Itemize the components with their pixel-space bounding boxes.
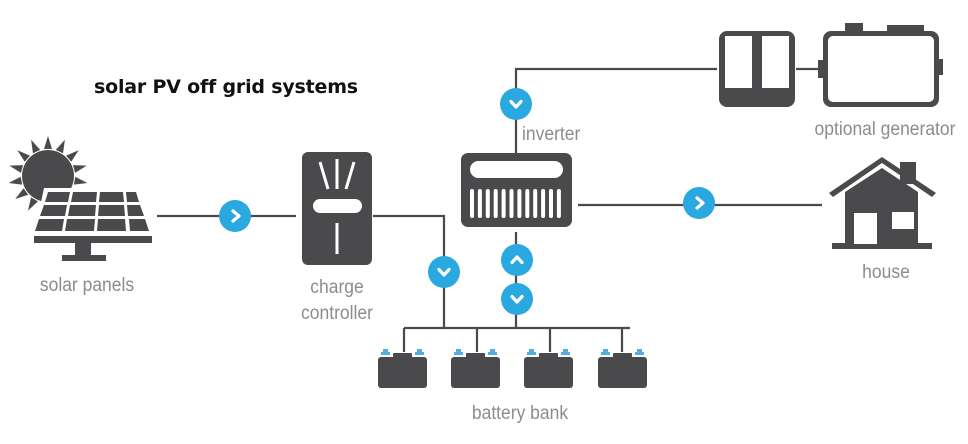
battery-body	[378, 357, 427, 388]
battery-terminal-icon	[563, 349, 568, 353]
battery-terminal-icon	[490, 349, 495, 353]
battery-body	[524, 357, 573, 388]
battery-terminal-icon	[601, 352, 610, 355]
label-inverter: inverter	[522, 124, 581, 145]
battery-icon	[598, 349, 647, 388]
battery-terminal-icon	[488, 352, 497, 355]
arrow-badge-generator-to-inverter	[500, 88, 532, 120]
label-house: house	[862, 262, 910, 283]
arrow-badge-controller-to-battery	[428, 256, 460, 288]
diagram-title: solar PV off grid systems	[94, 76, 358, 98]
arrow-badge-battery-to-inverter	[501, 244, 533, 276]
line-controller-to-battery	[373, 214, 446, 328]
battery-icon	[451, 349, 500, 388]
battery-terminal-icon	[456, 349, 461, 353]
battery-cap	[393, 353, 412, 358]
label-battery-bank: battery bank	[471, 403, 569, 424]
battery-cap	[539, 353, 558, 358]
inverter-vent	[556, 189, 561, 218]
solar-panel-with-sun-icon	[8, 136, 154, 261]
battery-icon	[378, 349, 427, 388]
arrow-badge-inverter-to-house	[683, 187, 715, 219]
generator-icon	[719, 23, 943, 107]
label-charge-line1: charge	[310, 277, 364, 298]
battery-body	[598, 357, 647, 388]
battery-terminal-icon	[415, 352, 424, 355]
battery-terminal-icon	[637, 349, 642, 353]
battery-terminal-icon	[529, 349, 534, 353]
line-generator-to-inverter	[514, 67, 717, 153]
arrow-badge-inverter-to-battery	[501, 283, 533, 315]
battery-bank-icons	[378, 349, 647, 388]
battery-icon	[524, 349, 573, 388]
inverter-vent	[485, 189, 490, 218]
battery-terminal-icon	[383, 349, 388, 353]
inverter-vent	[525, 189, 530, 218]
inverter-vent	[541, 189, 546, 218]
house-icon	[829, 157, 936, 249]
inverter-vent	[509, 189, 514, 218]
inverter-vent	[477, 189, 482, 218]
charge-controller-icon	[302, 152, 372, 265]
inverter-vent	[501, 189, 506, 218]
label-optional-generator: optional generator	[814, 119, 956, 140]
solar-panel-cells	[35, 192, 149, 231]
battery-terminal-icon	[454, 352, 463, 355]
inverter-icon	[461, 153, 572, 227]
label-charge-line2: controller	[301, 303, 373, 324]
battery-terminal-icon	[417, 349, 422, 353]
battery-terminal-icon	[527, 352, 536, 355]
inverter-vent	[517, 189, 522, 218]
battery-cap	[466, 353, 485, 358]
battery-cap	[613, 353, 632, 358]
battery-terminal-icon	[603, 349, 608, 353]
battery-body	[451, 357, 500, 388]
inverter-vent	[493, 189, 498, 218]
label-solar-panels: solar panels	[39, 275, 135, 296]
inverter-vents	[470, 189, 561, 218]
inverter-vent	[533, 189, 538, 218]
arrow-badge-solar-to-controller	[219, 200, 251, 232]
battery-terminal-icon	[561, 352, 570, 355]
inverter-vent	[549, 189, 553, 218]
inverter-vent	[470, 189, 474, 218]
battery-terminal-icon	[381, 352, 390, 355]
battery-terminal-icon	[635, 352, 644, 355]
